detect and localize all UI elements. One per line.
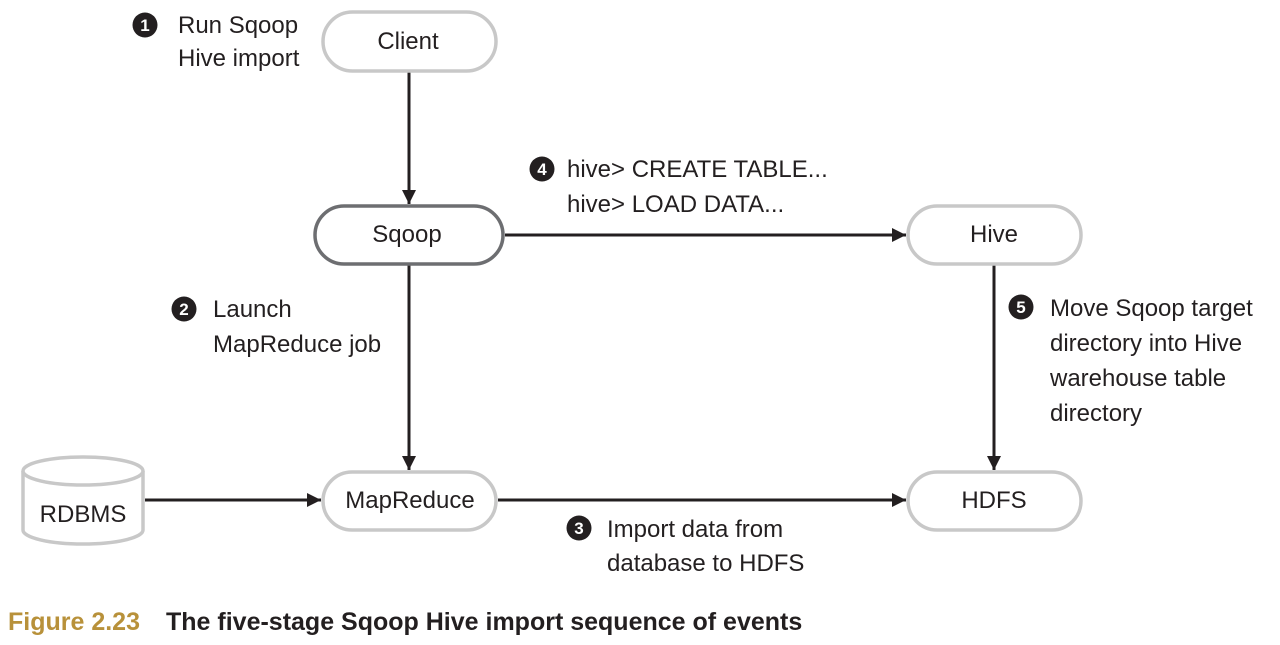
node-client: Client: [321, 10, 498, 73]
figure-caption: Figure 2.23 The five-stage Sqoop Hive imp…: [8, 608, 802, 637]
step-2-line-2: MapReduce job: [213, 331, 381, 358]
node-rdbms: RDBMS: [21, 455, 145, 546]
step-4-number: 4: [537, 160, 547, 179]
step-2-line-1: Launch: [213, 296, 292, 323]
step-5-badge: [1008, 294, 1034, 320]
step-4-line-1: hive> CREATE TABLE...: [567, 156, 828, 183]
figure-title: The five-stage Sqoop Hive import sequenc…: [166, 608, 803, 636]
step-1-line-2: Hive import: [178, 45, 300, 72]
step-4-annotation: 4 hive> CREATE TABLE... hive> LOAD DATA.…: [529, 156, 828, 218]
arrows: [145, 72, 1001, 507]
step-2-badge: [171, 296, 197, 322]
step-3-line-1: Import data from: [607, 516, 783, 543]
step-3-badge: [566, 515, 592, 541]
step-4-line-2: hive> LOAD DATA...: [567, 191, 784, 218]
step-3-line-2: database to HDFS: [607, 550, 804, 577]
step-5-line-3: warehouse table: [1049, 365, 1226, 392]
step-2-number: 2: [179, 300, 188, 319]
step-1-line-1: Run Sqoop: [178, 12, 298, 39]
node-mapreduce: MapReduce: [321, 470, 498, 532]
step-5-line-2: directory into Hive: [1050, 330, 1242, 357]
step-5-line-4: directory: [1050, 400, 1142, 427]
step-3-annotation: 3 Import data from database to HDFS: [566, 515, 804, 577]
step-1-number: 1: [140, 16, 149, 35]
sqoop-hive-import-diagram: Client Sqoop Hive MapReduce HDFS RDBMS 1…: [21, 10, 1253, 577]
step-5-line-1: Move Sqoop target: [1050, 295, 1253, 322]
node-hdfs: HDFS: [906, 470, 1083, 532]
figure-number: Figure 2.23: [8, 608, 140, 636]
node-client-label: Client: [377, 28, 439, 55]
step-5-annotation: 5 Move Sqoop target directory into Hive …: [1008, 294, 1253, 427]
step-3-number: 3: [574, 519, 583, 538]
step-1-badge: [132, 12, 158, 38]
node-hdfs-label: HDFS: [961, 487, 1026, 514]
database-icon: [21, 455, 145, 546]
step-5-number: 5: [1016, 298, 1025, 317]
step-1-annotation: 1 Run Sqoop Hive import: [132, 12, 300, 72]
node-hive: Hive: [906, 204, 1083, 266]
step-2-annotation: 2 Launch MapReduce job: [171, 296, 381, 358]
step-4-badge: [529, 156, 555, 182]
node-sqoop-label: Sqoop: [372, 221, 441, 248]
node-mapreduce-label: MapReduce: [345, 487, 474, 514]
node-rdbms-label: RDBMS: [40, 501, 127, 528]
node-sqoop: Sqoop: [313, 204, 505, 266]
node-hive-label: Hive: [970, 221, 1018, 248]
